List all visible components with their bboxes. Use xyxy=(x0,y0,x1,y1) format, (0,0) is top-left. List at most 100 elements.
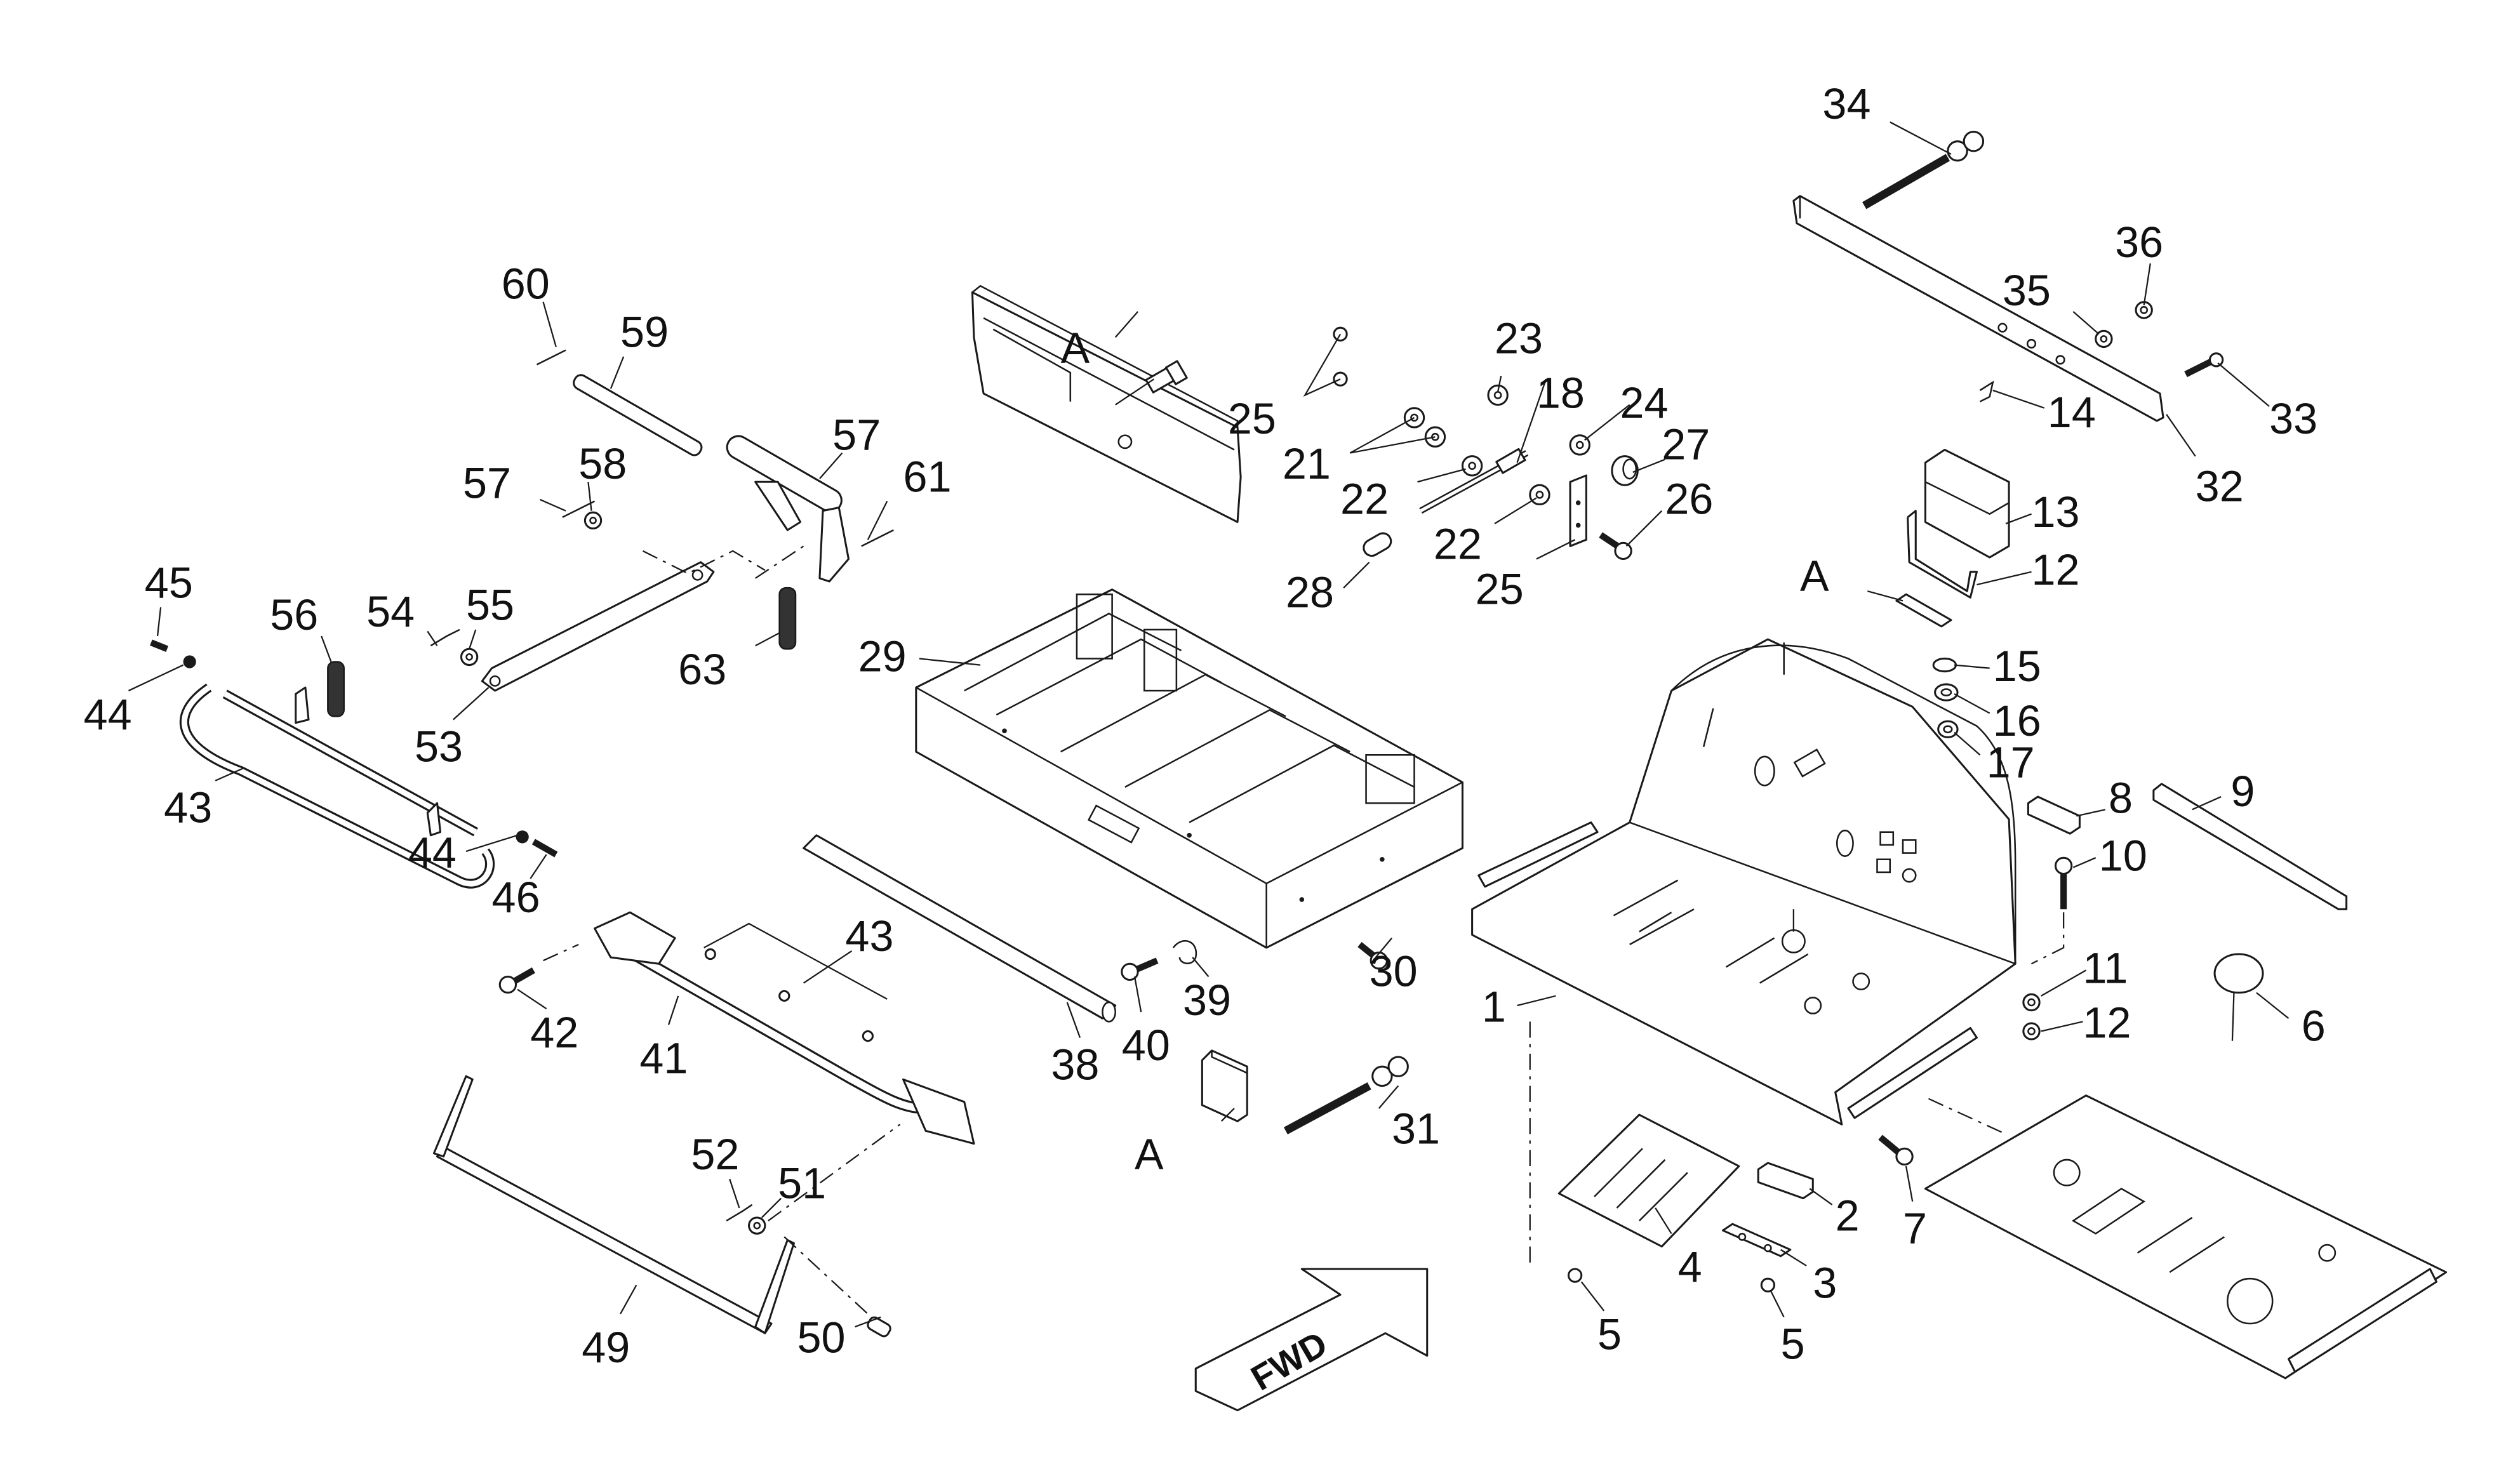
callout-labels: 60 59 57 61 57 58 45 56 54 55 63 44 53 4… xyxy=(84,80,2326,1371)
part-16-washer xyxy=(1932,657,1957,673)
part-48-pin xyxy=(726,1204,753,1222)
part-18-nut xyxy=(1937,720,1959,738)
callout-36: 38 xyxy=(1051,1040,1099,1089)
part-4-plate xyxy=(1557,1113,1740,1248)
part-23-bolt xyxy=(1599,532,1632,561)
part-19-rod xyxy=(1419,448,1529,514)
part-11-washer xyxy=(2022,993,2041,1012)
part-20-washers xyxy=(1403,407,1446,448)
callout-4: 4 xyxy=(1678,1243,1702,1291)
callout-16: 15 xyxy=(1993,642,2041,691)
callout-14: 13 xyxy=(2032,488,2080,536)
callout-5: 5 xyxy=(1597,1311,1622,1359)
callout-27: 28 xyxy=(1286,568,1334,616)
callout-45: 49 xyxy=(582,1324,630,1372)
part-1-base-plate xyxy=(1471,638,2017,1126)
callout-26: 27 xyxy=(1662,421,1710,469)
forward-direction-arrow-icon: FWD xyxy=(1194,1268,1429,1412)
callout-57: 60 xyxy=(502,260,550,309)
part-10-bolt xyxy=(2054,856,2073,910)
part-61-cover-plate xyxy=(971,284,1242,523)
part-8-block xyxy=(2027,795,2081,835)
part-34-washer xyxy=(2095,329,2113,349)
callout-39: 41 xyxy=(639,1034,688,1082)
callout-34: 35 xyxy=(2003,267,2051,315)
part-5-nut-a xyxy=(1567,1268,1583,1283)
callout-31: 32 xyxy=(2196,462,2244,510)
callout-20: 21 xyxy=(1283,440,1331,488)
callout-3: 3 xyxy=(1813,1259,1837,1308)
part-33-rod-end xyxy=(1862,130,1985,209)
callout-2: 2 xyxy=(1836,1192,1860,1240)
callout-17: 16 xyxy=(1993,697,2041,745)
part-13-bracket xyxy=(1907,510,1978,599)
part-2-block xyxy=(1757,1162,1814,1200)
callout-9: 9 xyxy=(2230,767,2255,816)
callout-8: 8 xyxy=(2109,774,2133,822)
callout-12: 12 xyxy=(2083,999,2131,1047)
part-37-clamp xyxy=(1172,940,1197,964)
part-43-ball-a xyxy=(183,655,196,668)
callout-5: 5 xyxy=(1781,1320,1805,1369)
callout-48: 52 xyxy=(691,1131,739,1179)
callout-47: 51 xyxy=(778,1160,826,1208)
callout-19: 18 xyxy=(1537,369,1585,418)
callout-29: 30 xyxy=(1370,948,1418,996)
leader-lines xyxy=(128,121,2290,1328)
part-44-bolt-b xyxy=(531,839,558,858)
part-24-nuts xyxy=(1333,326,1348,387)
part-36-tube xyxy=(803,834,1117,1023)
part-26-bushing xyxy=(1611,455,1639,486)
callout-55: 58 xyxy=(578,440,627,488)
part-9-bar xyxy=(2152,783,2348,910)
part-5-nut-b xyxy=(1760,1277,1776,1292)
callout-21: 22 xyxy=(1340,475,1389,524)
callout-56: 59 xyxy=(620,309,669,357)
floor-mat-cover xyxy=(1924,1094,2448,1379)
part-7-bolt xyxy=(1878,1134,1914,1166)
part-41-nuts xyxy=(703,922,888,1042)
part-21-washers xyxy=(1461,455,1550,506)
part-38-bolt xyxy=(1121,957,1159,981)
callout-24: 25 xyxy=(1228,395,1276,443)
callout-54: 57 xyxy=(463,459,511,507)
callout-50: 54 xyxy=(366,588,415,636)
callout-13: 12 xyxy=(2032,546,2080,594)
part-57-pin-b xyxy=(861,529,894,547)
callout-22: 23 xyxy=(1495,315,1543,363)
callout-11: 11 xyxy=(2083,945,2128,993)
part-49-link-rod xyxy=(481,561,715,692)
part-6-plug xyxy=(2213,953,2264,994)
part-50-pin xyxy=(430,628,460,647)
callout-57: 61 xyxy=(903,453,952,501)
callout-60: A xyxy=(1135,1131,1164,1179)
part-40-bolt xyxy=(498,967,535,994)
callout-44: 46 xyxy=(492,873,540,922)
part-28-frame-box xyxy=(915,588,1463,949)
callout-15: 14 xyxy=(2048,389,2096,437)
part-31-bar xyxy=(1792,195,2164,422)
callout-40: 42 xyxy=(530,1009,578,1057)
callout-41: 43 xyxy=(845,912,893,960)
part-59-plate xyxy=(1895,593,1952,628)
part-57-pin-a xyxy=(536,349,566,366)
part-53-lever xyxy=(726,435,850,583)
part-51-washer xyxy=(460,648,479,667)
part-55-washer xyxy=(583,511,603,530)
callout-32: 33 xyxy=(2269,395,2317,443)
part-35-nut xyxy=(2135,301,2153,319)
part-17-lockwasher xyxy=(1934,683,1959,701)
part-15-clip xyxy=(1979,380,1994,402)
callout-42: 43 xyxy=(164,784,212,832)
callout-30: 31 xyxy=(1392,1105,1440,1153)
part-14-cushion xyxy=(1924,448,2010,559)
part-58-spring xyxy=(778,587,797,650)
part-29-bolt xyxy=(1357,941,1388,970)
callout-58: 63 xyxy=(678,646,726,694)
part-63-fitting xyxy=(1145,360,1188,394)
callout-33: 34 xyxy=(1822,80,1870,128)
callout-1: 1 xyxy=(1482,983,1506,1031)
callout-38: 40 xyxy=(1122,1021,1170,1070)
callout-35: 36 xyxy=(2115,218,2163,267)
